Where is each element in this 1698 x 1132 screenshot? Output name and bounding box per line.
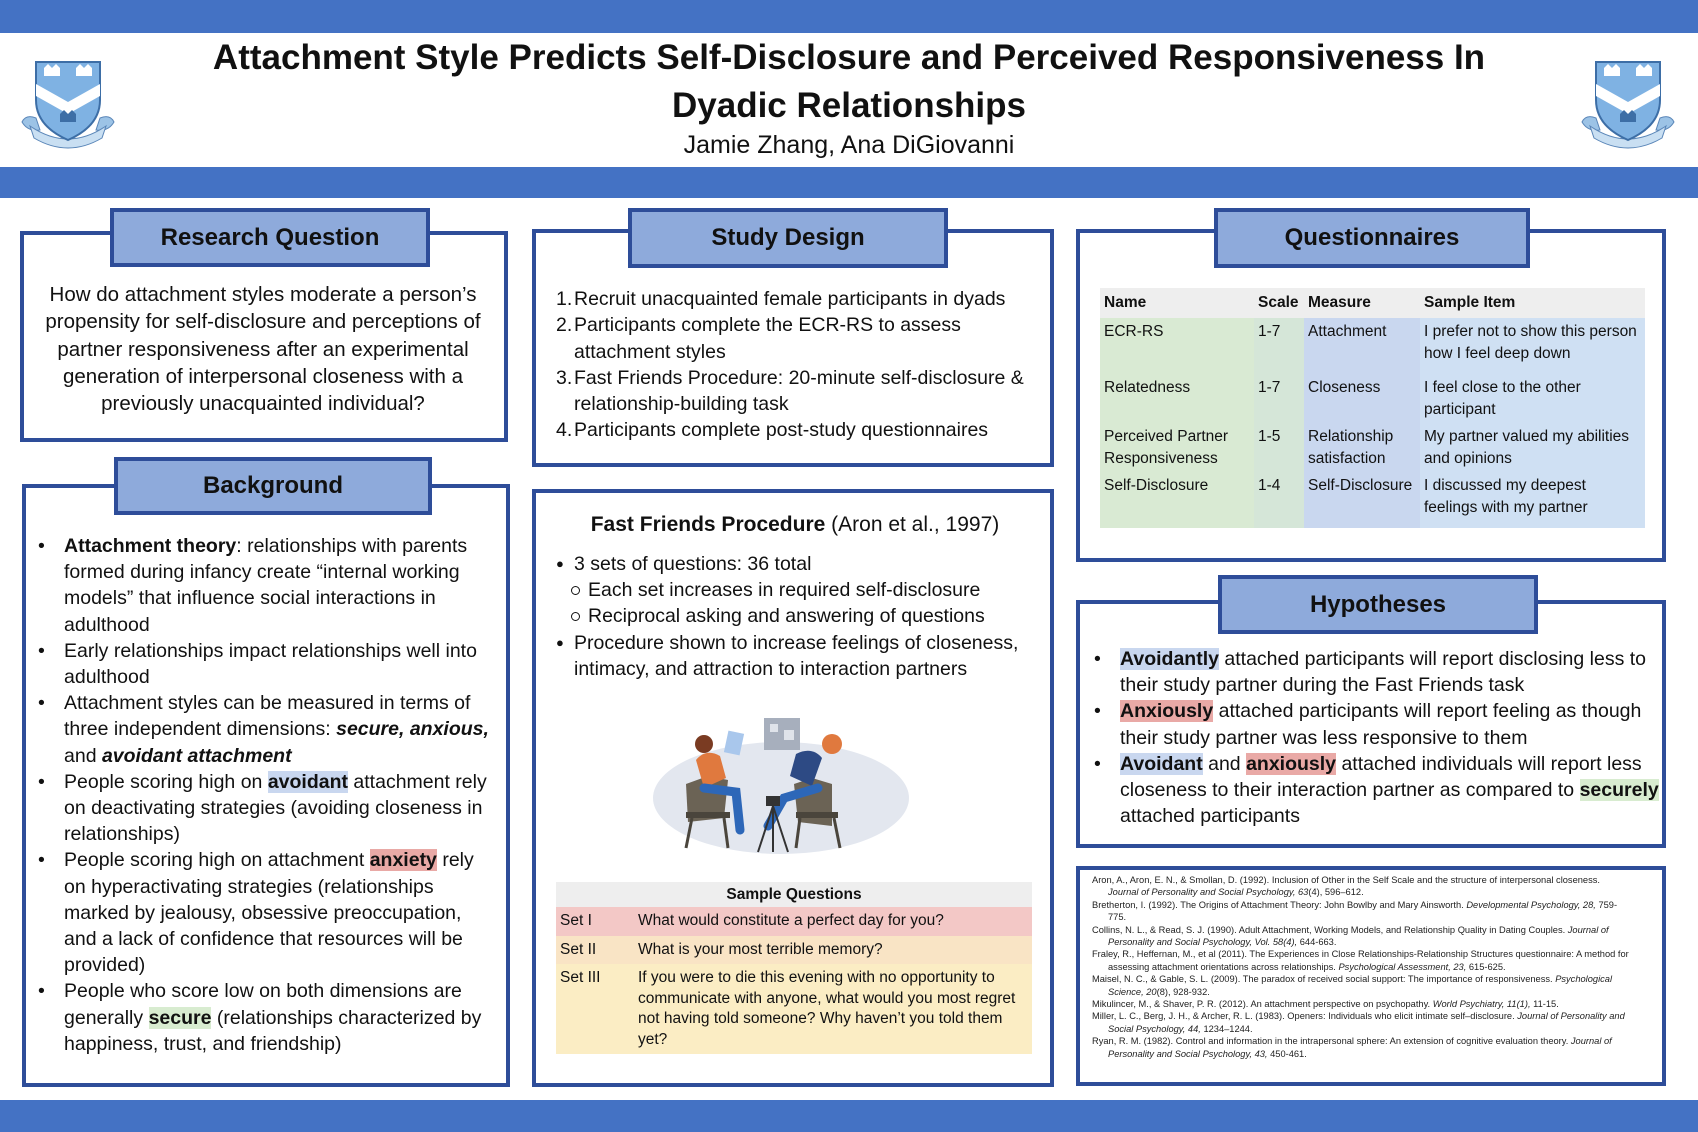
- references-panel: [1076, 866, 1666, 1086]
- reference-item: Ryan, R. M. (1982). Control and informat…: [1092, 1036, 1612, 1059]
- table-row: ECR-RS 1-7 Attachment I prefer not to sh…: [1100, 318, 1645, 367]
- reference-item: Fraley, R., Heffernan, M., et al (2011).…: [1092, 949, 1629, 972]
- list-item: Anxiously attached participants will rep…: [1084, 698, 1664, 750]
- header-divider-band: [0, 167, 1698, 198]
- study-design-heading: Study Design: [628, 208, 948, 268]
- fast-friends-list: 3 sets of questions: 36 total Each set i…: [556, 551, 1046, 682]
- table-row: Set III If you were to die this evening …: [556, 964, 1032, 1054]
- table-header-row: Name Scale Measure Sample Item: [1100, 288, 1645, 318]
- list-item: Attachment styles can be measured in ter…: [28, 690, 498, 769]
- list-item: Procedure shown to increase feelings of …: [556, 630, 1046, 682]
- conversation-illustration: [653, 718, 909, 854]
- questionnaires-table: Name Scale Measure Sample Item ECR-RS 1-…: [1100, 288, 1645, 528]
- table-row: Perceived Partner Responsiveness 1-5 Rel…: [1100, 423, 1645, 472]
- background-heading: Background: [114, 457, 432, 515]
- background-list: Attachment theory: relationships with pa…: [28, 533, 498, 1057]
- fast-friends-title: Fast Friends Procedure (Aron et al., 199…: [590, 513, 1000, 536]
- university-crest-icon: [21, 61, 115, 149]
- list-item: 1.Recruit unacquainted female participan…: [556, 288, 1006, 310]
- list-item: People scoring high on attachment anxiet…: [28, 847, 498, 978]
- list-item: 2.Participants complete the ECR-RS to as…: [556, 314, 961, 363]
- research-question-heading: Research Question: [110, 208, 430, 267]
- list-item: People who score low on both dimensions …: [28, 978, 498, 1057]
- sample-questions-heading: Sample Questions: [556, 882, 1032, 907]
- study-design-steps: 1.Recruit unacquainted female participan…: [556, 286, 1046, 444]
- reference-item: Bretherton, I. (1992). The Origins of At…: [1092, 899, 1618, 923]
- table-row: Set I What would constitute a perfect da…: [556, 907, 1032, 936]
- top-band: [0, 0, 1698, 33]
- reference-item: Mikulincer, M., & Shaver, P. R. (2012). …: [1092, 999, 1559, 1010]
- list-item: Each set increases in required self-disc…: [556, 577, 1046, 603]
- reference-item: Maisel, N. C., & Gable, S. L. (2009). Th…: [1092, 974, 1613, 997]
- table-row: Set II What is your most terrible memory…: [556, 935, 1032, 964]
- questionnaires-heading: Questionnaires: [1214, 208, 1530, 268]
- list-item: Reciprocal asking and answering of quest…: [556, 603, 1046, 629]
- list-item: Early relationships impact relationships…: [28, 638, 498, 690]
- table-row: Relatedness 1-7 Closeness I feel close t…: [1100, 367, 1645, 423]
- list-item: 3.Fast Friends Procedure: 20-minute self…: [556, 366, 1024, 416]
- poster-authors: Jamie Zhang, Ana DiGiovanni: [683, 131, 1015, 159]
- table-row: Self-Disclosure 1-4 Self-Disclosure I di…: [1100, 472, 1645, 528]
- list-item: Avoidantly attached participants will re…: [1084, 646, 1664, 698]
- bottom-band: [0, 1100, 1698, 1132]
- list-item: 3 sets of questions: 36 total: [556, 551, 1046, 577]
- list-item: 4.Participants complete post-study quest…: [556, 419, 989, 442]
- reference-item: Aron, A., Aron, E. N., & Smollan, D. (19…: [1092, 875, 1600, 898]
- references-list: Aron, A., Aron, E. N., & Smollan, D. (19…: [1092, 874, 1632, 1060]
- university-crest-icon: [1581, 61, 1675, 149]
- hypotheses-heading: Hypotheses: [1218, 575, 1538, 634]
- research-question-text: How do attachment styles moderate a pers…: [45, 283, 481, 416]
- reference-item: Collins, N. L., & Read, S. J. (1990). Ad…: [1092, 924, 1609, 948]
- sample-questions-table: Sample Questions Set I What would consti…: [556, 882, 1032, 1054]
- poster-title: Attachment Style Predicts Self-Disclosur…: [212, 38, 1486, 125]
- reference-item: Miller, L. C., Berg, J. H., & Archer, R.…: [1092, 1011, 1625, 1034]
- list-item: Attachment theory: relationships with pa…: [28, 533, 498, 638]
- list-item: Avoidant and anxiously attached individu…: [1084, 751, 1664, 830]
- hypotheses-list: Avoidantly attached participants will re…: [1084, 646, 1664, 829]
- study-design-panel: [532, 229, 1054, 467]
- list-item: People scoring high on avoidant attachme…: [28, 769, 498, 848]
